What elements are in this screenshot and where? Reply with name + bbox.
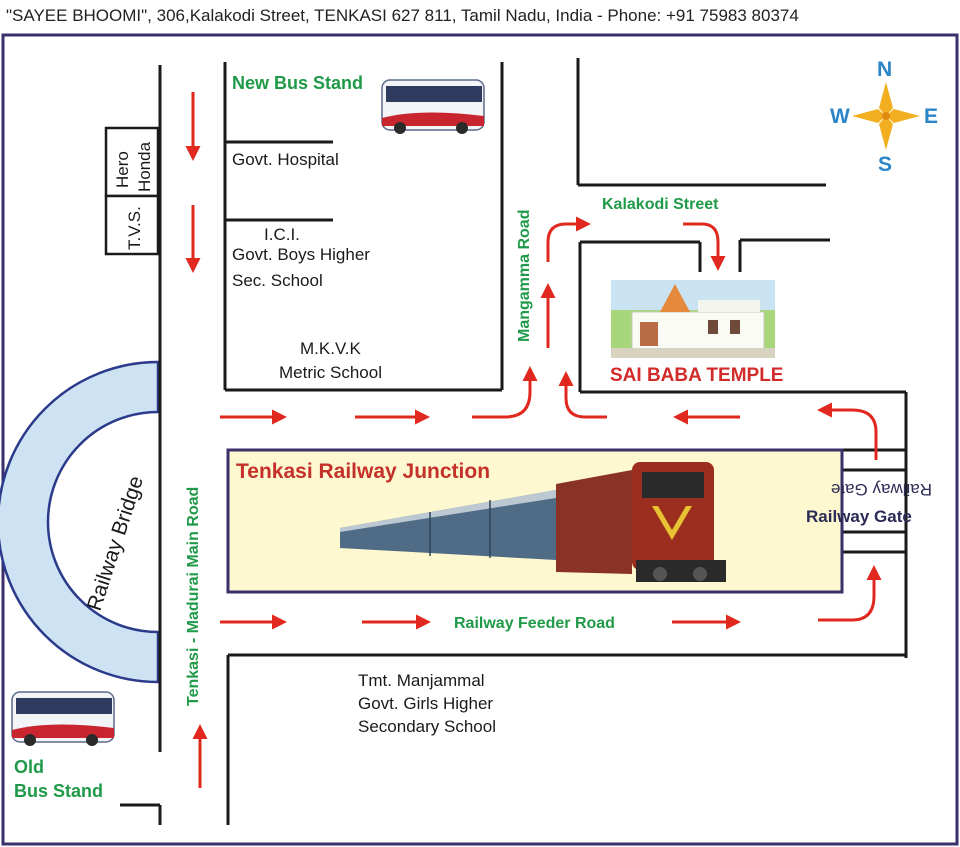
railway-gate-label: Railway Gate (806, 507, 912, 526)
mkvk-label-2: Metric School (279, 363, 382, 382)
roads (120, 58, 908, 825)
bus-icon (11, 691, 115, 746)
tvs-box (104, 194, 160, 256)
address-header: "SAYEE BHOOMI", 306,Kalakodi Street, TEN… (6, 6, 799, 25)
compass-west: W (830, 105, 850, 128)
tvs-label: T.V.S. (125, 206, 144, 250)
girls-school-label-1: Tmt. Manjammal (358, 671, 485, 690)
compass-rose-icon (852, 82, 920, 150)
railway-bridge (0, 360, 160, 684)
map-frame (1, 33, 959, 846)
old-bus-stand-label-2: Bus Stand (14, 781, 103, 801)
railway-bridge-label: Railway Bridge (83, 473, 148, 613)
old-bus-stand-label-1: Old (14, 757, 44, 777)
temple-icon (611, 280, 775, 358)
girls-school-label-2: Govt. Girls Higher (358, 694, 493, 713)
bus-icon (381, 79, 485, 134)
sai-baba-temple-label: SAI BABA TEMPLE (610, 365, 783, 386)
mkvk-label-1: M.K.V.K (300, 339, 361, 358)
honda-label: Honda (135, 141, 154, 192)
mangamma-road-label: Mangamma Road (516, 210, 533, 342)
train-icon (340, 462, 726, 582)
compass-south: S (878, 153, 892, 176)
main-road-label: Tenkasi - Madurai Main Road (185, 487, 202, 706)
kalakodi-street-label: Kalakodi Street (602, 196, 719, 213)
compass-north: N (877, 58, 892, 81)
feeder-road-label: Railway Feeder Road (454, 615, 615, 632)
railway-junction-label: Tenkasi Railway Junction (236, 460, 490, 483)
new-bus-stand-label: New Bus Stand (232, 73, 363, 93)
boys-school-label-1: Govt. Boys Higher (232, 245, 370, 264)
ici-label: I.C.I. (264, 225, 300, 244)
govt-hospital-label: Govt. Hospital (232, 150, 339, 169)
railway-gate-flipped-label: Railway Gate (831, 480, 932, 499)
hero-label: Hero (113, 151, 132, 188)
girls-school-label-3: Secondary School (358, 717, 496, 736)
direction-arrows (185, 92, 882, 788)
boys-school-label-2: Sec. School (232, 271, 323, 290)
compass-east: E (924, 105, 938, 128)
